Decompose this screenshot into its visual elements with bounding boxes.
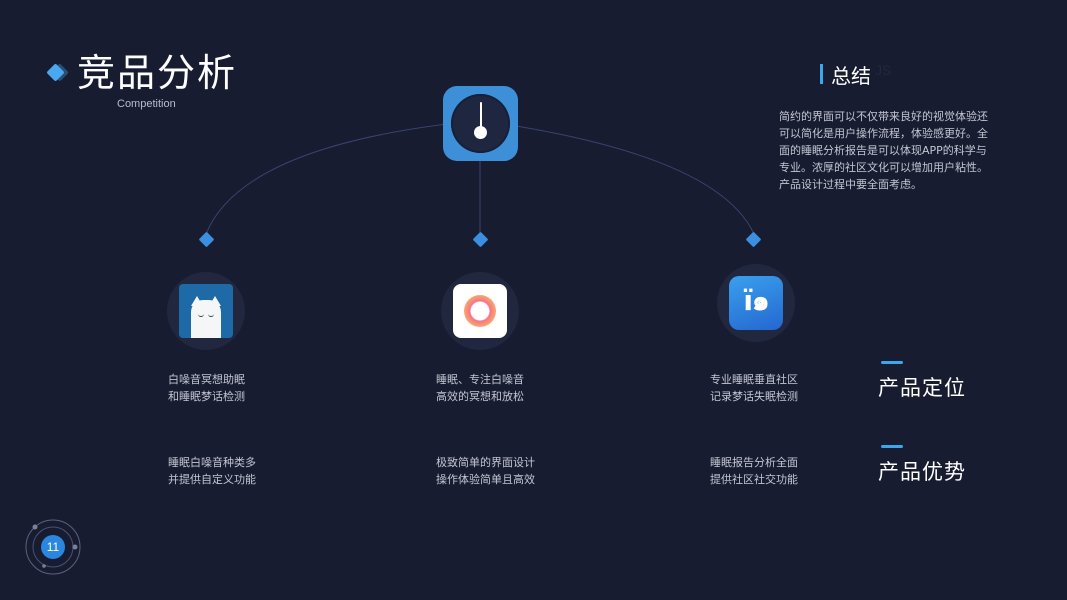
app-circle-2 — [441, 272, 519, 350]
positioning-accent-bar — [881, 361, 903, 364]
cat-app-icon — [179, 284, 233, 338]
summary-title: 总结 — [831, 64, 871, 88]
snail-glyph: ï๑ — [743, 284, 769, 317]
positioning-text-2: 睡眠、专注白噪音 高效的冥想和放松 — [436, 373, 524, 403]
connector-right — [515, 125, 755, 235]
advantage-label: 产品优势 — [878, 460, 966, 484]
positioning-text-1: 白噪音冥想助眠 和睡眠梦话检测 — [168, 373, 245, 403]
snail-app-icon: ï๑ — [729, 276, 783, 330]
positioning-label: 产品定位 — [878, 376, 966, 400]
advantage-text-3: 睡眠报告分析全面 提供社区社交功能 — [710, 456, 798, 486]
cat-eye-left — [198, 313, 204, 317]
page-subtitle: Competition — [117, 98, 176, 110]
clock-hand — [479, 102, 482, 132]
clock-face — [451, 94, 510, 153]
advantage-text-1: 睡眠白噪音种类多 并提供自定义功能 — [168, 456, 256, 486]
clock-app-icon — [443, 86, 518, 161]
orbit-icon — [25, 519, 81, 575]
advantage-text-2: 极致简单的界面设计 操作体验简单且高效 — [436, 456, 535, 486]
page-title: 竞品分析 — [77, 51, 238, 95]
app-circle-3: ï๑ — [717, 264, 795, 342]
cat-eye-right — [208, 313, 214, 317]
summary-body: 简约的界面可以不仅带来良好的视觉体验还 可以简化是用户操作流程，体验感更好。全 … — [779, 110, 988, 191]
page-number-badge: 11 — [24, 518, 82, 576]
summary-ghost-text: JS — [875, 62, 892, 78]
clock-center-dot — [474, 126, 487, 139]
advantage-accent-bar — [881, 445, 903, 448]
summary-accent-bar — [820, 64, 823, 84]
ring-app-icon — [453, 284, 507, 338]
cat-body — [191, 300, 221, 338]
app-circle-1 — [167, 272, 245, 350]
positioning-text-3: 专业睡眠垂直社区 记录梦话失眠检测 — [710, 373, 798, 403]
ring-graphic — [464, 295, 496, 327]
connector-left — [205, 123, 448, 235]
page-number: 11 — [41, 535, 65, 559]
